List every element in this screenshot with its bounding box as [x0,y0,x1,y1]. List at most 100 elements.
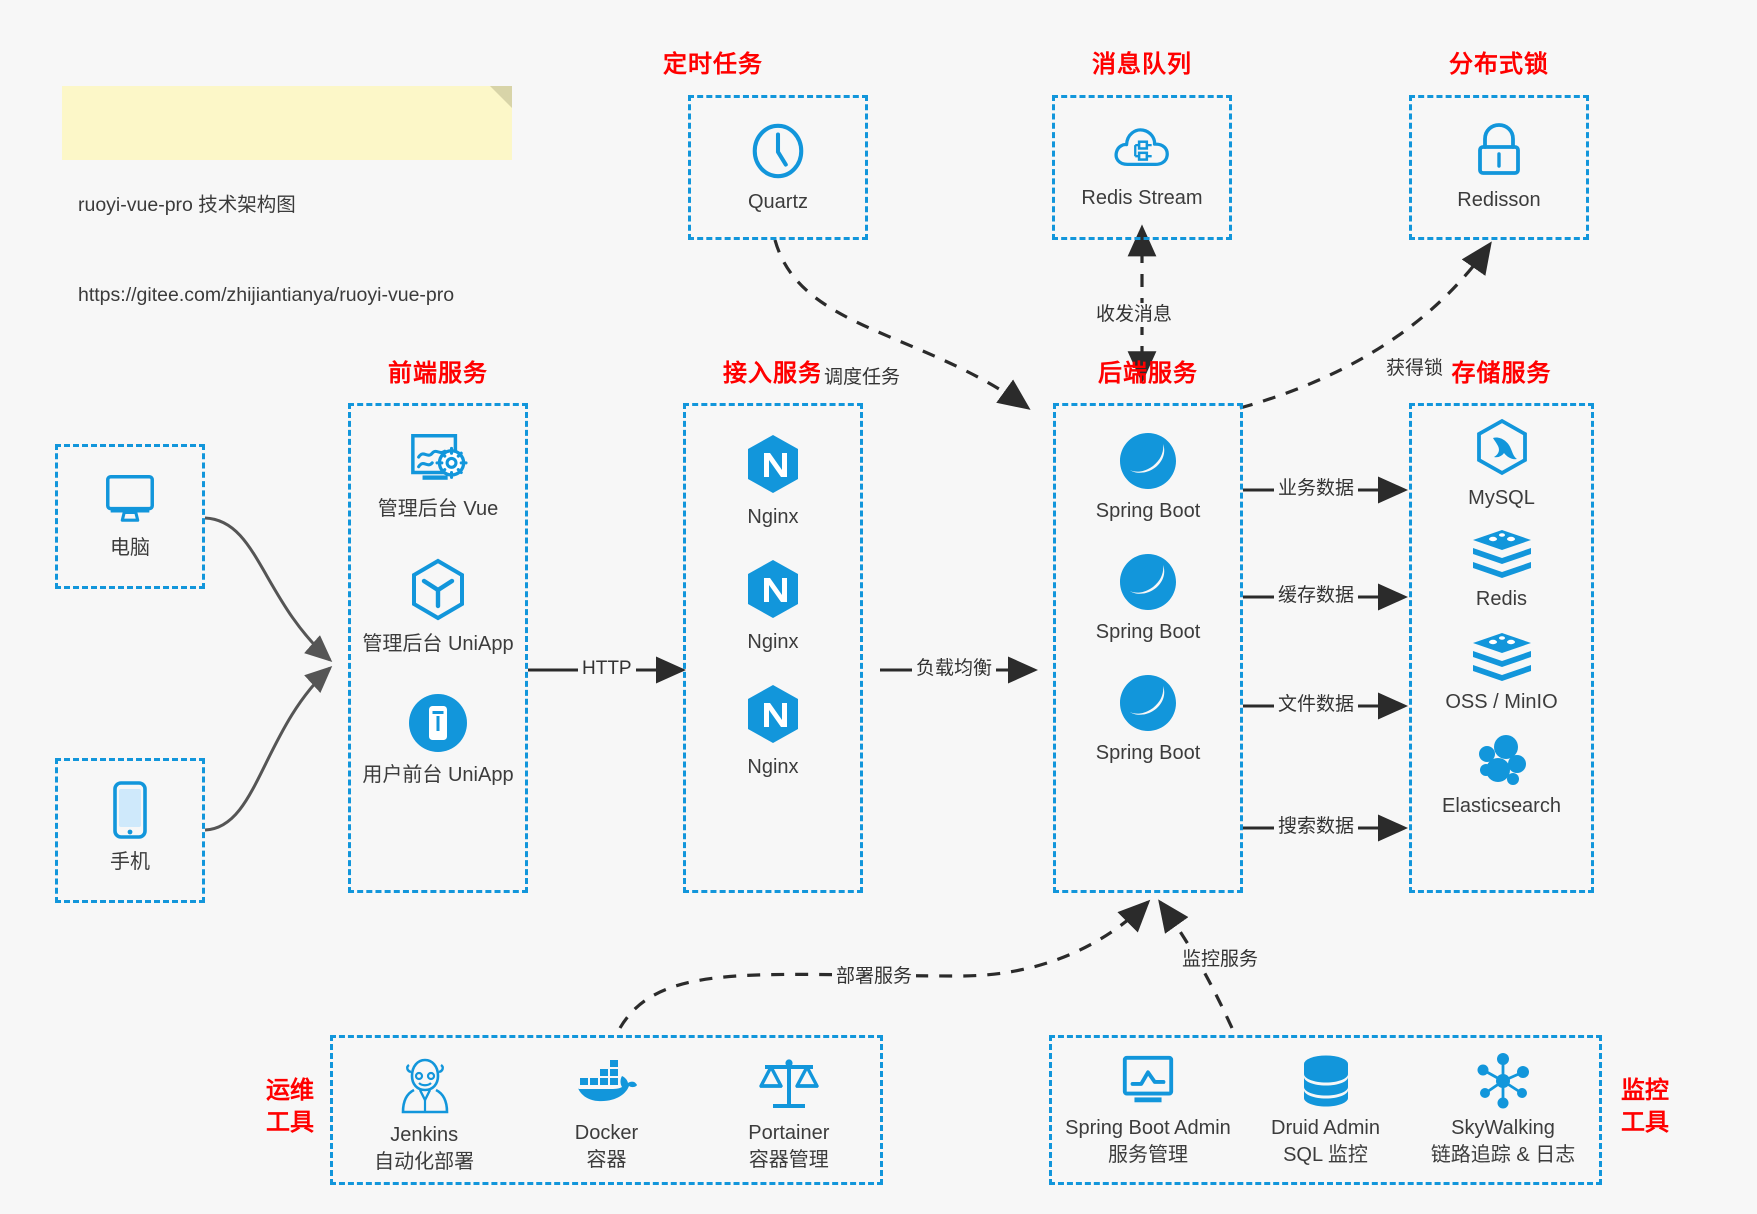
clock-icon [752,123,804,179]
redis-stack-icon [1472,530,1531,578]
group-box-storage: MySQL Redis OSS / MinIO [1409,403,1594,893]
group-box-mq: Redis Stream [1052,95,1232,240]
node-druid-admin[interactable]: Druid Admin SQL 监控 [1244,1052,1407,1169]
node-jenkins[interactable]: Jenkins 自动化部署 [344,1054,504,1176]
spring-leaf-icon [1120,554,1176,610]
node-mobile[interactable]: 手机 [58,779,202,876]
group-box-client-mobile: 手机 [55,758,205,903]
node-redisson[interactable]: Redisson [1412,118,1586,214]
elasticsearch-icon [1478,735,1526,785]
node-portainer[interactable]: Portainer 容器管理 [709,1054,869,1174]
group-title-storage: 存储服务 [1451,360,1552,387]
node-sublabel: 链路追踪 & 日志 [1430,1144,1576,1166]
node-label: Elasticsearch [1442,795,1561,817]
node-computer[interactable]: 电脑 [58,469,202,562]
desktop-icon [106,474,154,522]
edge-label-lb: 负载均衡 [912,657,997,681]
node-label: Spring Boot [1095,500,1201,522]
edge-label-acquire-lock: 获得锁 [1382,357,1448,381]
group-title-devops: 运维 工具 [255,1075,325,1139]
node-nginx-3[interactable]: Nginx [686,682,860,781]
node-quartz[interactable]: Quartz [691,120,865,216]
edge-label-monitoring: 监控服务 [1178,948,1263,972]
note-line-1: ruoyi-vue-pro 技术架构图 [78,194,296,216]
database-icon [1303,1055,1348,1107]
node-user-uniapp[interactable]: 用户前台 UniApp [351,692,525,789]
node-sublabel: 容器管理 [748,1149,829,1171]
node-sublabel: 自动化部署 [374,1151,475,1173]
node-label: Spring Boot [1095,621,1201,643]
node-mysql[interactable]: MySQL [1412,418,1591,512]
nginx-icon [748,560,798,618]
node-label: Spring Boot Admin [1065,1117,1231,1139]
group-box-lock: Redisson [1409,95,1589,240]
group-title-devops-line1: 运维 [266,1077,314,1104]
group-title-devops-line2: 工具 [266,1109,314,1136]
group-box-scheduler: Quartz [688,95,868,240]
group-title-frontend: 前端服务 [388,360,488,387]
node-label: Nginx [747,631,799,653]
mobile-icon [113,781,147,839]
edge-label-cache-data: 缓存数据 [1274,584,1359,608]
node-admin-vue[interactable]: 管理后台 Vue [351,430,525,523]
edge-label-file-data: 文件数据 [1274,693,1359,717]
node-spring-boot-3[interactable]: Spring Boot [1056,672,1240,767]
group-title-scheduler: 定时任务 [663,51,763,78]
node-label: Nginx [747,506,799,528]
node-label: Portainer [748,1122,830,1144]
spring-leaf-icon [1120,433,1176,489]
redis-stack-icon [1472,633,1531,681]
edge-label-schedule: 调度任务 [820,366,905,390]
spring-leaf-icon [1120,675,1176,731]
node-elasticsearch[interactable]: Elasticsearch [1412,732,1591,820]
group-title-backend: 后端服务 [1098,360,1198,387]
group-box-client-pc: 电脑 [55,444,205,589]
edge-label-biz-data: 业务数据 [1274,477,1359,501]
note-fold-icon [490,86,512,108]
dashboard-gear-icon [411,434,468,480]
group-box-devops: Jenkins 自动化部署 Docker 容器 [330,1035,883,1185]
scales-icon [759,1059,819,1108]
node-redis[interactable]: Redis [1412,528,1591,613]
node-admin-uniapp[interactable]: 管理后台 UniApp [351,557,525,658]
node-label: Docker [574,1122,639,1144]
node-skywalking[interactable]: SkyWalking 链路追踪 & 日志 [1407,1052,1599,1169]
node-label: 管理后台 UniApp [362,633,514,655]
node-redis-stream[interactable]: Redis Stream [1055,120,1229,212]
node-spring-boot-2[interactable]: Spring Boot [1056,551,1240,646]
mobile-app-icon [409,694,467,752]
node-label: 电脑 [110,537,150,559]
node-label: Redisson [1457,189,1541,211]
node-nginx-1[interactable]: Nginx [686,432,860,531]
node-spring-boot-1[interactable]: Spring Boot [1056,430,1240,525]
node-docker[interactable]: Docker 容器 [526,1054,686,1174]
node-label: Nginx [747,756,799,778]
group-title-monitor-line1: 监控 [1621,1077,1669,1104]
node-sublabel: SQL 监控 [1283,1144,1368,1166]
monitor-chart-icon [1122,1055,1174,1103]
group-title-lock: 分布式锁 [1449,51,1549,78]
network-nodes-icon [1477,1053,1530,1109]
edge-label-deploy: 部署服务 [832,965,917,989]
node-label: 管理后台 Vue [377,498,499,520]
node-label: 用户前台 UniApp [362,764,514,786]
node-label: 手机 [110,851,150,873]
hexagon-y-icon [412,558,464,621]
node-oss-minio[interactable]: OSS / MinIO [1412,631,1591,716]
group-title-monitor: 监控 工具 [1610,1075,1680,1139]
edge-label-http: HTTP [578,657,636,681]
node-label: SkyWalking [1451,1117,1555,1139]
node-label: Redis Stream [1081,187,1203,209]
group-title-monitor-line2: 工具 [1621,1109,1669,1136]
node-nginx-2[interactable]: Nginx [686,557,860,656]
node-spring-boot-admin[interactable]: Spring Boot Admin 服务管理 [1052,1052,1244,1169]
node-label: Druid Admin [1271,1117,1380,1139]
nginx-icon [748,685,798,743]
node-label: Jenkins [390,1124,459,1146]
group-box-backend: Spring Boot Spring Boot Spring Boot [1053,403,1243,893]
node-label: Redis [1475,588,1528,610]
group-title-gateway: 接入服务 [723,360,823,387]
docker-whale-icon [578,1060,638,1102]
group-box-frontend: 管理后台 Vue 管理后台 UniApp 用户前台 UniApp [348,403,528,893]
